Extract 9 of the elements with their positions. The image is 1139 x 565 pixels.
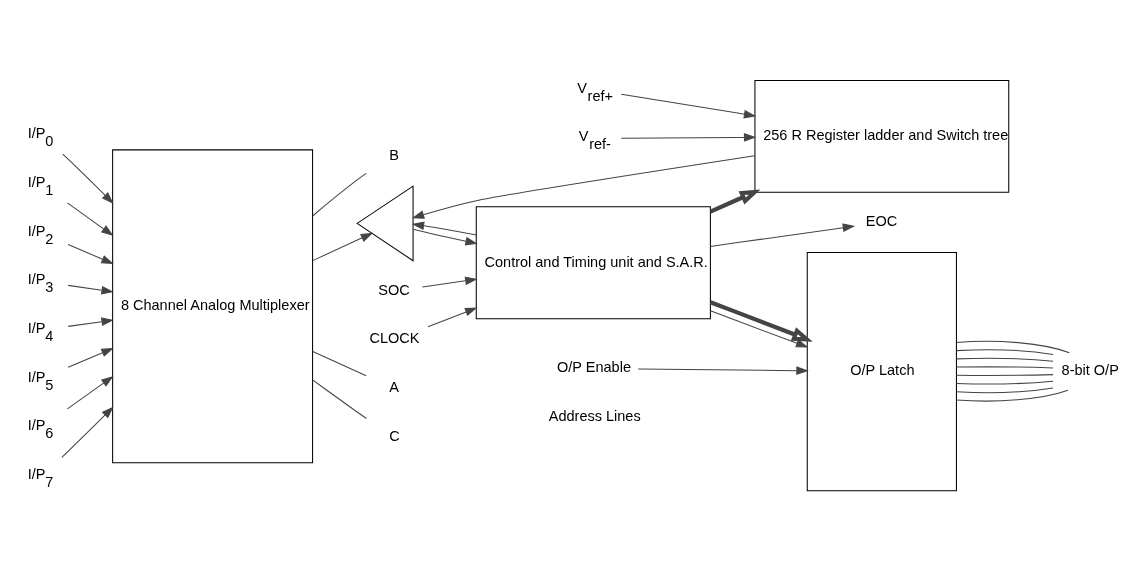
node-text: EOC bbox=[865, 212, 898, 229]
node-text: 8-bit O/P bbox=[1061, 361, 1119, 378]
node-text: SOC bbox=[378, 281, 410, 298]
node-text: C bbox=[389, 427, 400, 444]
node-text: CLOCK bbox=[369, 329, 420, 346]
node-text: B bbox=[389, 146, 399, 163]
node-text: O/P Enable bbox=[557, 358, 631, 375]
node-text: A bbox=[389, 378, 399, 395]
label: Address Lines bbox=[548, 407, 641, 424]
